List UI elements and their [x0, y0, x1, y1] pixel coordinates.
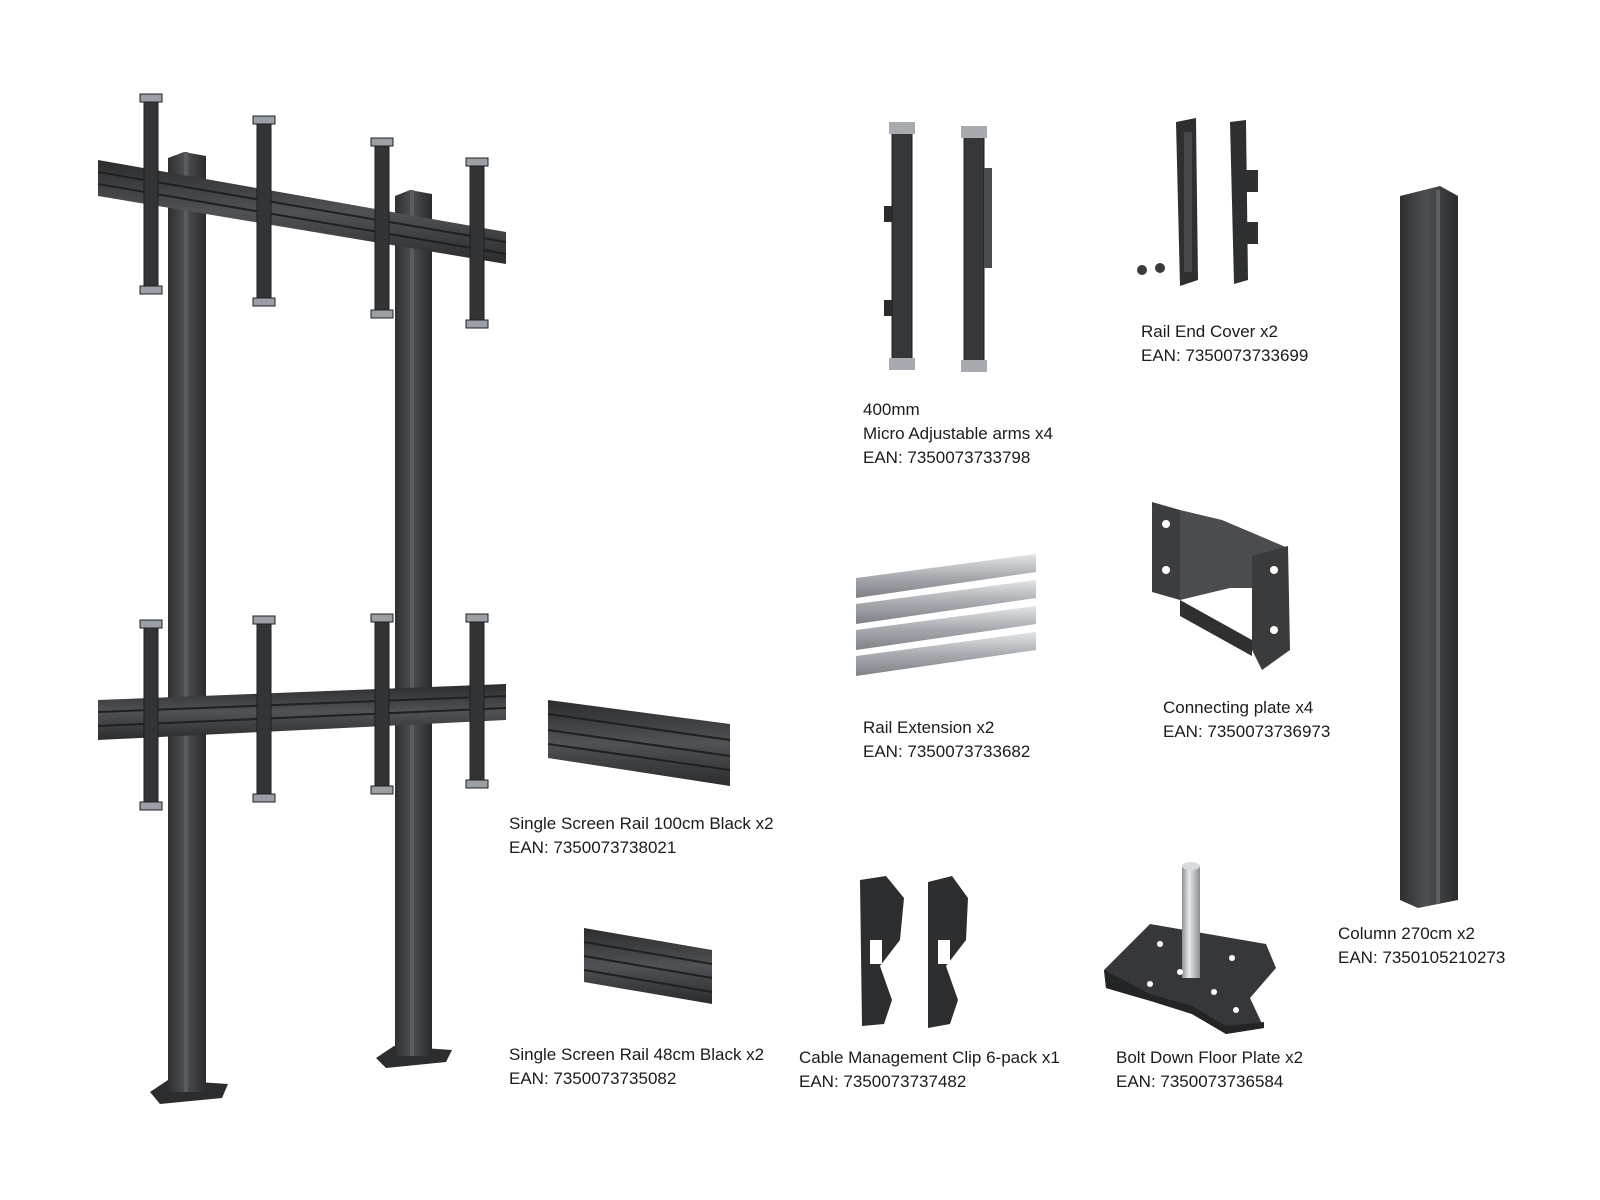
- connecting-plate-ean: EAN: 7350073736973: [1163, 722, 1331, 741]
- rail-48-ean: EAN: 7350073735082: [509, 1069, 677, 1088]
- label-floor-plate: Bolt Down Floor Plate x2 EAN: 7350073736…: [1116, 1046, 1303, 1094]
- label-rail-100: Single Screen Rail 100cm Black x2 EAN: 7…: [509, 812, 774, 860]
- screen-rail-icon: [547, 700, 731, 786]
- label-connecting-plate: Connecting plate x4 EAN: 7350073736973: [1163, 696, 1330, 744]
- floor-plate-name: Bolt Down Floor Plate x2: [1116, 1048, 1304, 1067]
- rail-end-cover-icon: [1137, 118, 1258, 286]
- adjustable-arm-icon: [884, 122, 992, 372]
- cable-clip-name: Cable Management Clip 6-pack x1: [799, 1048, 1060, 1067]
- rail-100-name: Single Screen Rail 100cm Black x2: [509, 814, 774, 833]
- column-name: Column 270cm x2: [1338, 924, 1476, 943]
- rail-100-ean: EAN: 7350073738021: [509, 838, 677, 857]
- label-cable-clip: Cable Management Clip 6-pack x1 EAN: 735…: [799, 1046, 1060, 1094]
- column-ean: EAN: 7350105210273: [1338, 948, 1506, 967]
- column-icon: [1400, 186, 1458, 908]
- end-cover-ean: EAN: 7350073733699: [1141, 346, 1309, 365]
- label-end-cover: Rail End Cover x2 EAN: 7350073733699: [1141, 320, 1308, 368]
- floor-plate-icon: [1104, 862, 1276, 1034]
- label-rail-48: Single Screen Rail 48cm Black x2 EAN: 73…: [509, 1043, 764, 1091]
- rail-extension-ean: EAN: 7350073733682: [863, 742, 1031, 761]
- arms-ean: EAN: 7350073733798: [863, 448, 1031, 467]
- end-cover-name: Rail End Cover x2: [1141, 322, 1279, 341]
- assembled-stand-icon: [97, 93, 507, 1104]
- screen-rail-short-icon: [583, 928, 713, 1004]
- label-column: Column 270cm x2 EAN: 7350105210273: [1338, 922, 1505, 970]
- arms-name: Micro Adjustable arms x4: [863, 424, 1053, 443]
- connecting-plate-name: Connecting plate x4: [1163, 698, 1314, 717]
- label-rail-extension: Rail Extension x2 EAN: 7350073733682: [863, 716, 1030, 764]
- rail-extension-name: Rail Extension x2: [863, 718, 995, 737]
- rail-extension-icon: [856, 554, 1036, 676]
- label-arms: 400mm Micro Adjustable arms x4 EAN: 7350…: [863, 398, 1053, 470]
- connecting-plate-icon: [1152, 502, 1290, 670]
- cable-clip-ean: EAN: 7350073737482: [799, 1072, 967, 1091]
- rail-48-name: Single Screen Rail 48cm Black x2: [509, 1045, 765, 1064]
- arms-size: 400mm: [863, 400, 920, 419]
- cable-clip-icon: [860, 876, 968, 1028]
- floor-plate-ean: EAN: 7350073736584: [1116, 1072, 1284, 1091]
